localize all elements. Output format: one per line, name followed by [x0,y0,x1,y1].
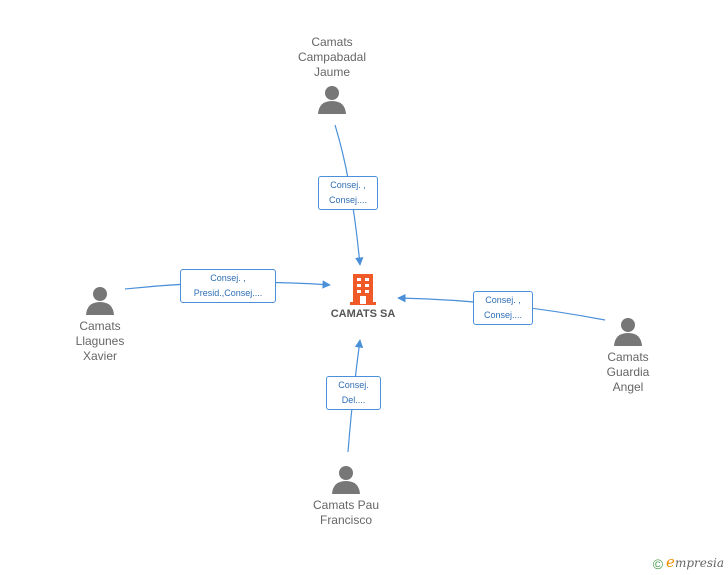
relation-label-p2[interactable]: Consej. , Presid.,Consej.... [180,269,276,303]
person-node-p3[interactable]: Camats Guardia Angel [578,316,678,395]
relation-label-p1[interactable]: Consej. , Consej.... [318,176,378,210]
person-node-p1[interactable]: Camats Campabadal Jaume [282,35,382,114]
relation-label-p4[interactable]: Consej. Del.... [326,376,381,410]
person-name: Camats Campabadal Jaume [297,35,367,79]
copyright-icon: © [652,556,664,572]
building-icon [350,274,376,305]
person-icon [86,287,114,315]
company-name: CAMATS SA [330,308,396,320]
footer-brand: ©empresia [653,553,724,572]
company-node[interactable]: CAMATS SA [318,272,408,320]
person-icon [332,466,360,494]
person-icon [614,318,642,346]
brand-logo: empresia [666,553,724,572]
person-node-p2[interactable]: Camats Llagunes Xavier [50,285,150,364]
relation-label-p3[interactable]: Consej. , Consej.... [473,291,533,325]
person-node-p4[interactable]: Camats Pau Francisco [296,464,396,528]
person-name: Camats Pau Francisco [312,498,380,527]
person-name: Camats Llagunes Xavier [75,319,125,363]
person-name: Camats Guardia Angel [606,350,650,394]
person-icon [318,86,346,114]
